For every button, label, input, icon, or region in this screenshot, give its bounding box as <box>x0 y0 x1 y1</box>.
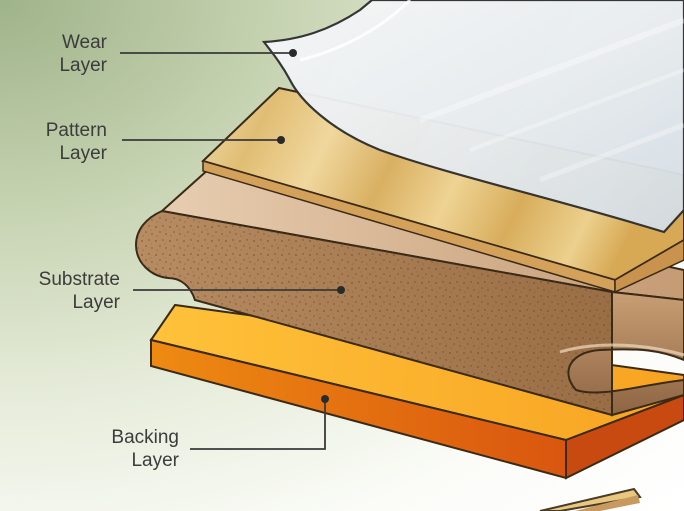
pattern-leader-dot <box>277 136 285 144</box>
backing-label-line2: Layer <box>131 450 179 471</box>
next-plank-fragment <box>539 487 642 511</box>
substrate-label-line2: Layer <box>72 292 120 313</box>
wear-leader-dot <box>289 49 297 57</box>
substrate-label-line1: Substrate <box>38 269 120 290</box>
backing-leader-line <box>190 400 326 450</box>
backing-layer-label: Backing Layer <box>80 426 179 472</box>
wear-layer-label: Wear Layer <box>40 31 107 77</box>
pattern-layer-label: Pattern Layer <box>20 119 107 165</box>
backing-label-line1: Backing <box>111 427 179 448</box>
leader-lines <box>120 49 345 450</box>
wear-layer <box>261 0 684 234</box>
substrate-layer-label: Substrate Layer <box>5 268 120 314</box>
backing-layer <box>149 303 684 480</box>
backing-leader-dot <box>321 395 329 403</box>
pattern-layer <box>201 86 684 294</box>
wear-label-line2: Layer <box>59 55 107 76</box>
pattern-label-line1: Pattern <box>45 120 107 141</box>
substrate-leader-dot <box>337 286 345 294</box>
pattern-label-line2: Layer <box>59 143 107 164</box>
wear-label-line1: Wear <box>61 32 107 53</box>
